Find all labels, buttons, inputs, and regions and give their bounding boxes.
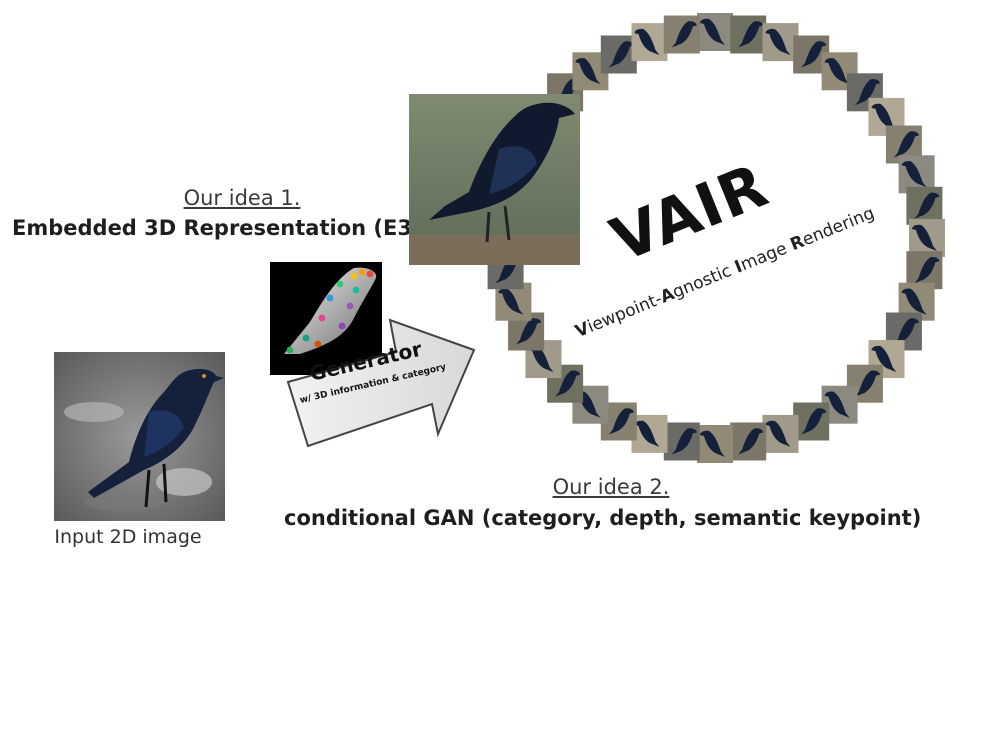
keypoint-dot	[302, 334, 310, 342]
rendered-view-thumbnail	[821, 52, 858, 91]
keypoint-dot	[352, 286, 360, 294]
generated-bird-image	[409, 94, 580, 265]
generator-arrow	[284, 312, 484, 454]
keypoint-dots	[286, 268, 374, 354]
rendered-view-thumbnail	[906, 186, 943, 225]
rendered-view-thumbnail	[631, 23, 668, 62]
e3dr-keypoint-map	[270, 262, 382, 375]
keypoint-dot	[286, 346, 294, 354]
rendered-view-thumbnail	[600, 35, 637, 74]
input-bird-image	[54, 352, 225, 521]
keypoint-dot	[346, 302, 354, 310]
idea1-title: Embedded 3D Representation (E3DR)	[12, 216, 456, 240]
rendered-view-thumbnail	[846, 364, 883, 403]
rendered-views-ring	[480, 8, 950, 468]
rendered-view-thumbnail	[663, 15, 700, 54]
rendered-view-thumbnail	[762, 414, 799, 453]
idea2-title: conditional GAN (category, depth, semant…	[284, 506, 922, 530]
rendered-view-thumbnail	[697, 13, 733, 51]
keypoint-dot	[336, 280, 344, 288]
rendered-view-thumbnail	[730, 422, 767, 461]
rendered-view-thumbnail	[762, 23, 799, 62]
rendered-view-thumbnail	[663, 422, 700, 461]
keypoint-dot	[350, 272, 358, 280]
rendered-view-thumbnail	[909, 219, 945, 257]
keypoint-dot	[318, 314, 326, 322]
rendered-view-thumbnail	[631, 414, 668, 453]
keypoint-dot	[366, 270, 374, 278]
idea1-heading: Our idea 1.	[183, 186, 301, 210]
idea2-heading: Our idea 2.	[552, 475, 670, 499]
keypoint-dot	[338, 322, 346, 330]
rendered-view-thumbnail	[730, 15, 767, 54]
input-image-label: Input 2D image	[54, 526, 202, 548]
keypoint-dot	[314, 340, 322, 348]
rendered-view-thumbnail	[697, 425, 733, 463]
keypoint-dot	[326, 294, 334, 302]
keypoint-dot	[358, 268, 366, 276]
rendered-view-thumbnail	[793, 402, 830, 441]
